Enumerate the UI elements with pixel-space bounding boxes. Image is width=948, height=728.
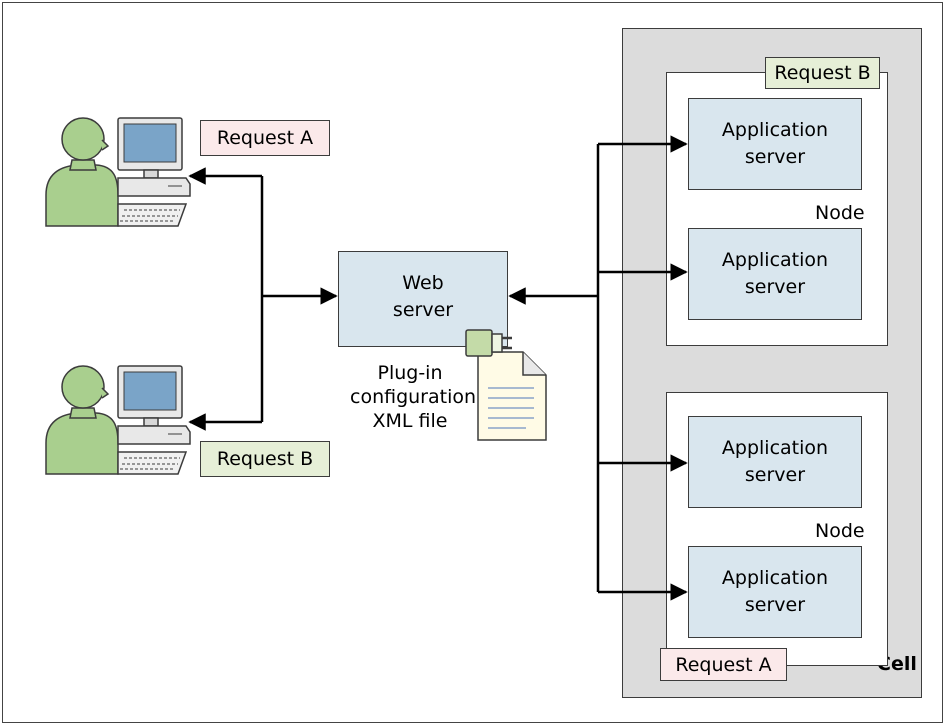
node-2-label: Node: [815, 520, 865, 542]
client-2-user-icon: [45, 365, 119, 475]
node-1-label: Node: [815, 202, 865, 224]
app-server-2: Application server: [688, 228, 862, 320]
client-connectors: [188, 167, 338, 431]
app-server-3: Application server: [688, 416, 862, 508]
plugin-config-label: Plug-in configuration XML file: [350, 362, 477, 432]
node-1-request-tag: Request B: [765, 57, 880, 89]
client-1-workstation-icon: [117, 117, 191, 227]
client-2-workstation-icon: [117, 365, 191, 475]
node-2-request-tag: Request A: [660, 648, 787, 681]
client-2-request-tag: Request B: [200, 441, 330, 477]
client-1-request-tag: Request A: [200, 120, 330, 156]
client-1-user-icon: [45, 117, 119, 227]
app-server-4: Application server: [688, 546, 862, 638]
plugin-icon: [465, 329, 512, 357]
server-connectors: [508, 135, 688, 601]
xml-document-icon: [477, 351, 547, 441]
app-server-1: Application server: [688, 98, 862, 190]
